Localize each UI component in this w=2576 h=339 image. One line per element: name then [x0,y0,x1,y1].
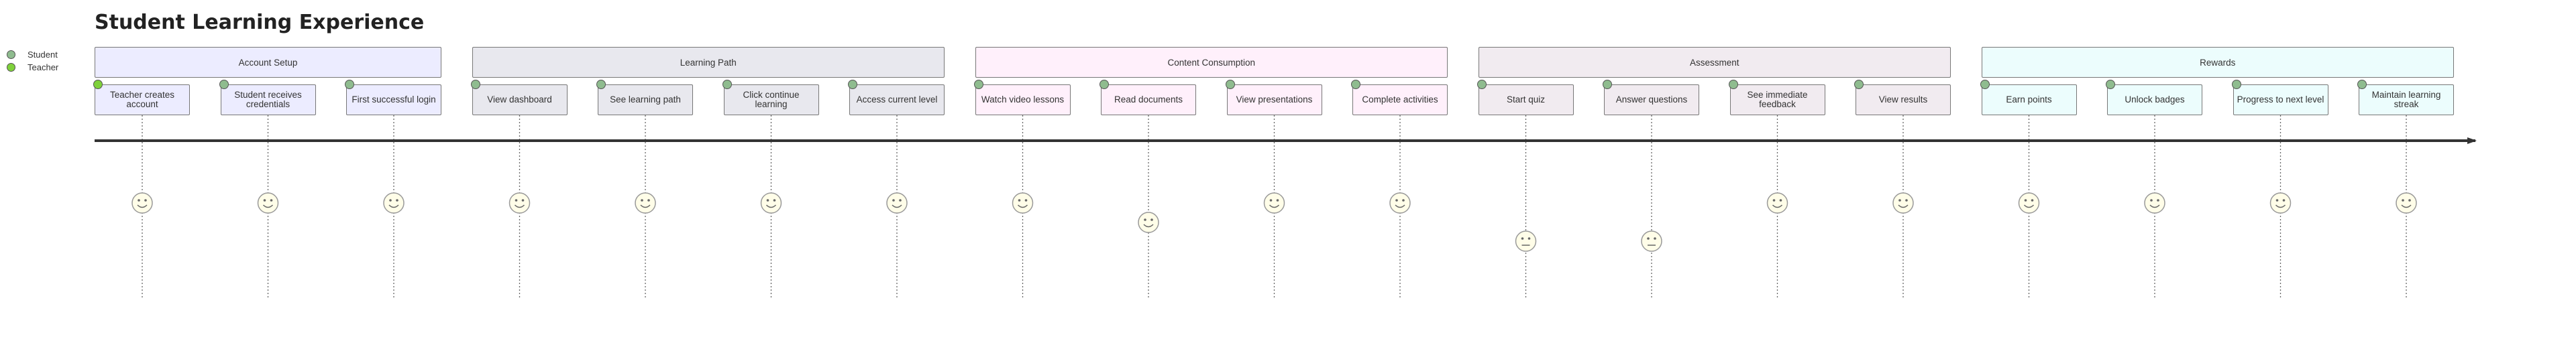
task-start-quiz: Start quiz [1478,84,1574,115]
section-assessment: Assessment [1478,47,1951,78]
legend-swatch [7,50,15,59]
task-see-immediate-feedback: See immediate feedback [1729,84,1825,115]
actor-dot-student [1099,80,1109,89]
actor-dot-student [1603,80,1612,89]
task-view-results: View results [1856,84,1951,115]
task-teacher-creates-account: Teacher creates account [95,84,190,115]
task-earn-points: Earn points [1981,84,2077,115]
actor-dot-student [1980,80,1990,89]
diagram-title: Student Learning Experience [95,11,425,34]
section-content-consumption: Content Consumption [975,47,1448,78]
actor-dot-student [973,80,983,89]
actor-dot-student [1225,80,1235,89]
section-account-setup: Account Setup [95,47,441,78]
task-student-receives-credentials: Student receives credentials [220,84,316,115]
actor-dot-teacher [93,80,103,89]
task-read-documents: Read documents [1101,84,1196,115]
actor-dot-student [1351,80,1360,89]
actor-dot-student [345,80,354,89]
score-face-5 [383,192,405,214]
task-access-current-level: Access current level [849,84,945,115]
actor-dot-student [1854,80,1864,89]
section-learning-path: Learning Path [472,47,945,78]
score-face-5 [886,192,908,214]
score-face-5 [131,192,153,214]
actor-dot-student [2231,80,2241,89]
task-first-successful-login: First successful login [346,84,441,115]
actor-dot-student [722,80,732,89]
legend-label: Student [28,49,58,60]
score-face-5 [257,192,279,214]
task-unlock-badges: Unlock badges [2107,84,2202,115]
task-view-dashboard: View dashboard [472,84,568,115]
score-face-3 [1515,230,1537,252]
score-face-5 [760,192,782,214]
score-face-5 [2018,192,2040,214]
actor-dot-student [848,80,857,89]
legend-label: Teacher [28,62,59,72]
score-face-4 [1138,212,1159,233]
task-complete-activities: Complete activities [1352,84,1448,115]
score-face-5 [2144,192,2165,214]
legend-swatch [7,62,15,72]
actor-dot-student [596,80,606,89]
score-face-5 [508,192,531,214]
score-face-5 [1766,192,1788,214]
task-see-learning-path: See learning path [598,84,693,115]
task-answer-questions: Answer questions [1604,84,1699,115]
task-progress-to-next-level: Progress to next level [2233,84,2328,115]
legend-item-teacher: Teacher [7,62,58,72]
score-face-3 [1641,230,1662,252]
task-watch-video-lessons: Watch video lessons [975,84,1071,115]
actor-dot-student [2357,80,2367,89]
actor-dot-student [1477,80,1487,89]
task-view-presentations: View presentations [1226,84,1322,115]
section-rewards: Rewards [1981,47,2454,78]
score-face-5 [2269,192,2292,214]
score-face-5 [1389,192,1411,214]
actor-dot-student [219,80,229,89]
score-face-5 [1012,192,1034,214]
score-face-5 [2396,192,2417,214]
score-face-5 [1263,192,1285,214]
score-face-5 [635,192,656,214]
legend-item-student: Student [7,49,58,60]
actor-dot-student [2106,80,2115,89]
task-click-continue-learning: Click continue learning [723,84,819,115]
score-face-5 [1892,192,1914,214]
actor-dot-student [1728,80,1738,89]
actor-dot-student [470,80,480,89]
task-maintain-learning-streak: Maintain learning streak [2359,84,2454,115]
